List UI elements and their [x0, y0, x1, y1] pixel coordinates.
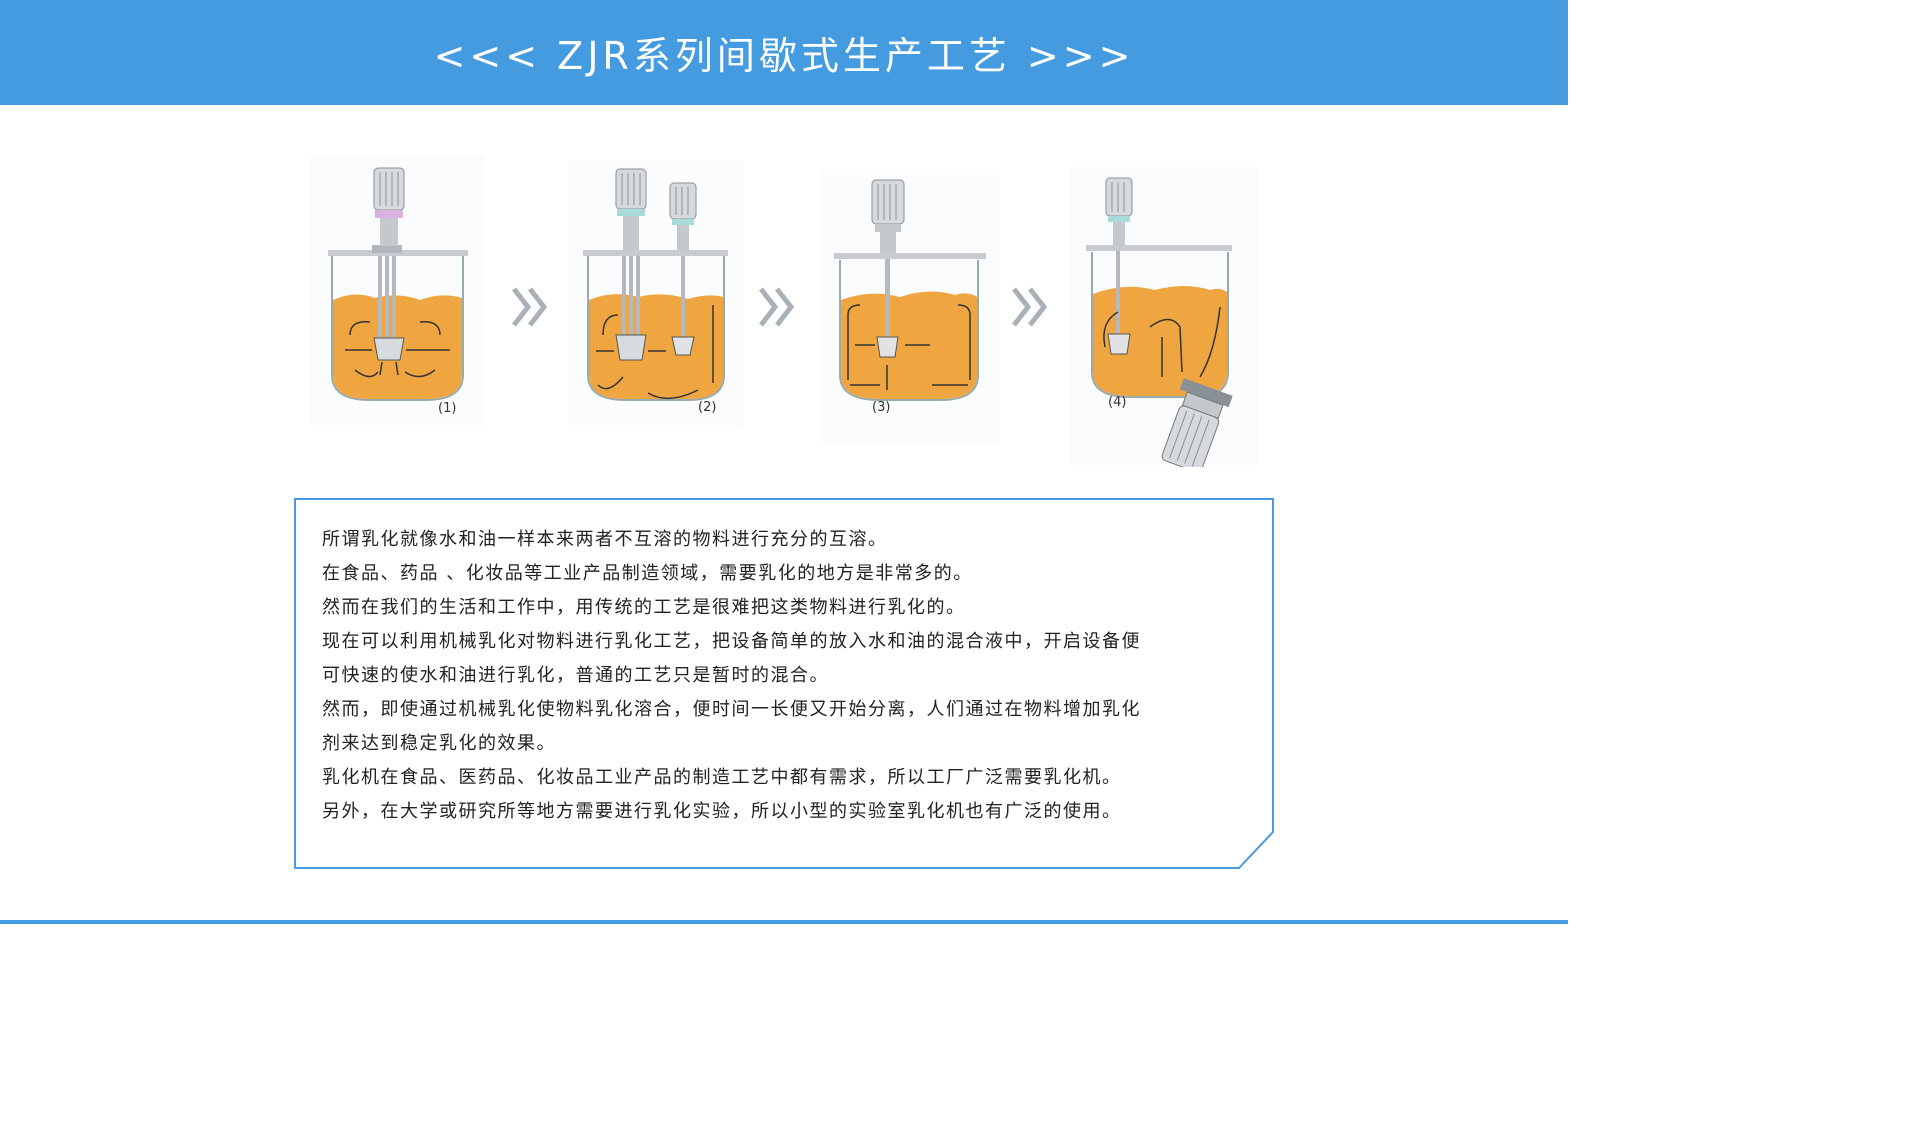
- description-text: 所谓乳化就像水和油一样本来两者不互溶的物料进行充分的互溶。 在食品、药品 、化妆…: [322, 523, 1242, 829]
- process-step-2: (2): [568, 155, 743, 435]
- description-box: 所谓乳化就像水和油一样本来两者不互溶的物料进行充分的互溶。 在食品、药品 、化妆…: [294, 497, 1276, 871]
- tank-diagram-3: (3): [820, 170, 1000, 445]
- footer-rule: [0, 920, 1568, 924]
- process-step-1: (1): [310, 150, 485, 430]
- step-label-3: (3): [872, 400, 890, 415]
- arrow-icon: [1010, 285, 1050, 333]
- description-line: 所谓乳化就像水和油一样本来两者不互溶的物料进行充分的互溶。: [322, 529, 888, 550]
- process-step-3: (3): [820, 165, 1000, 450]
- description-line: 然而在我们的生活和工作中，用传统的工艺是很难把这类物料进行乳化的。: [322, 597, 966, 618]
- box-border: [294, 498, 1274, 869]
- step-label-1: (1): [438, 401, 456, 416]
- arrow-icon: [757, 285, 797, 333]
- tank-diagram-1: (1): [310, 155, 485, 425]
- description-line: 剂来达到稳定乳化的效果。: [322, 733, 556, 754]
- arrow-icon: [510, 285, 550, 333]
- description-line: 在食品、药品 、化妆品等工业产品制造领域，需要乳化的地方是非常多的。: [322, 563, 973, 584]
- description-line: 乳化机在食品、医药品、化妆品工业产品的制造工艺中都有需求，所以工厂广泛需要乳化机…: [322, 767, 1122, 788]
- tank-diagram-4: (4): [1070, 167, 1258, 467]
- description-line: 然而，即使通过机械乳化使物料乳化溶合，便时间一长便又开始分离，人们通过在物料增加…: [322, 699, 1141, 720]
- description-line: 可快速的使水和油进行乳化，普通的工艺只是暂时的混合。: [322, 665, 829, 686]
- step-label-4: (4): [1108, 395, 1126, 410]
- step-label-2: (2): [698, 400, 716, 415]
- description-line: 现在可以利用机械乳化对物料进行乳化工艺，把设备简单的放入水和油的混合液中，开启设…: [322, 631, 1141, 652]
- header-banner: <<< ZJR系列间歇式生产工艺 >>>: [0, 0, 1568, 105]
- tank-diagram-2: (2): [568, 160, 743, 430]
- description-line: 另外，在大学或研究所等地方需要进行乳化实验，所以小型的实验室乳化机也有广泛的使用…: [322, 801, 1122, 822]
- process-step-4: (4): [1070, 162, 1260, 467]
- page-title: <<< ZJR系列间歇式生产工艺 >>>: [433, 34, 1135, 78]
